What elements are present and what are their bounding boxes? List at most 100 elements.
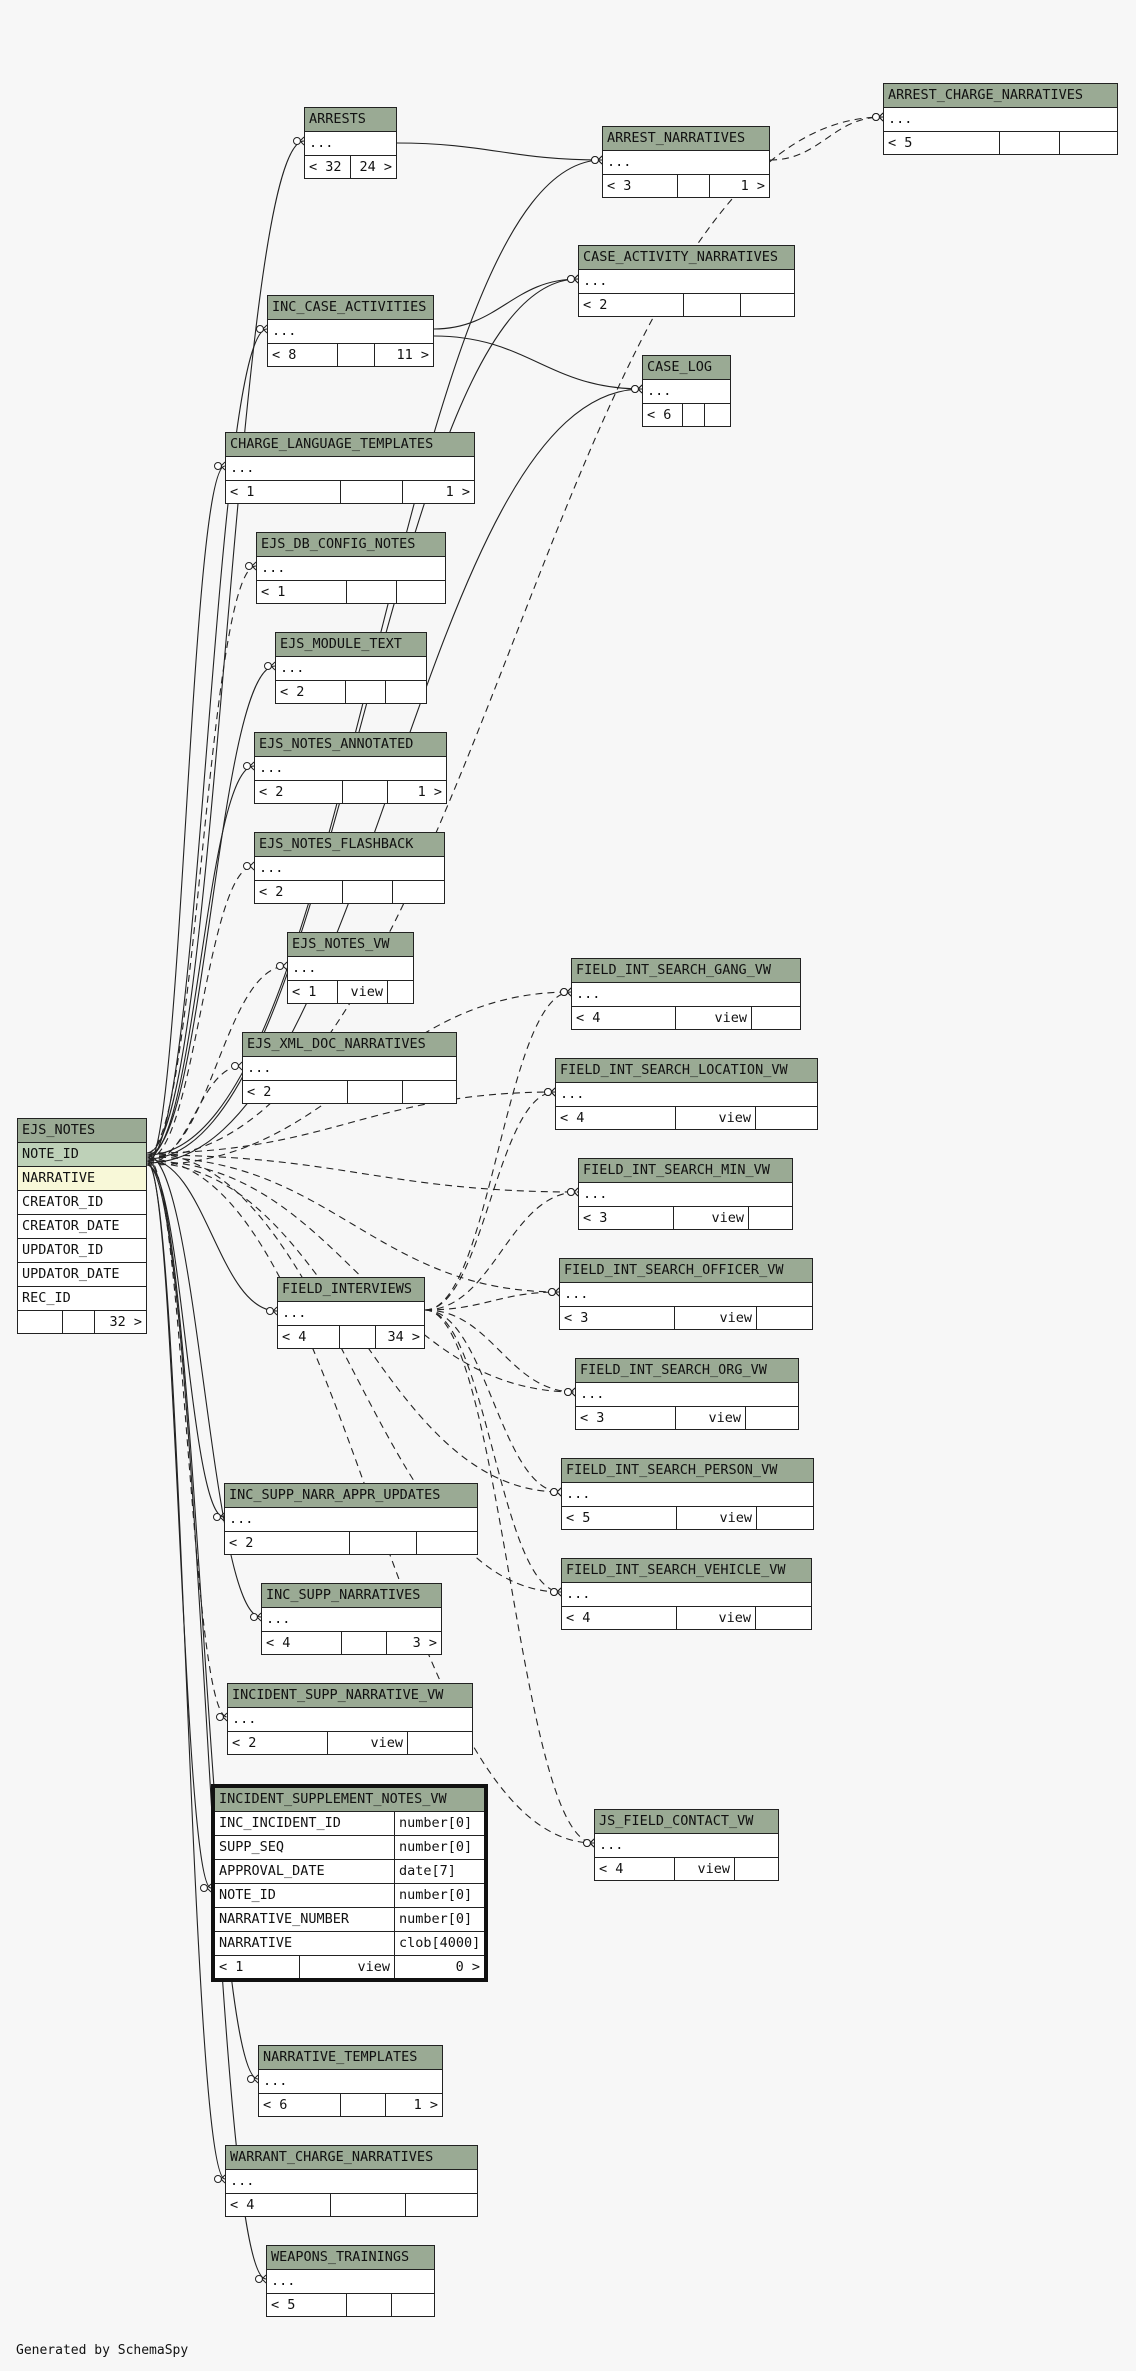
collapsed-columns[interactable]: ...	[262, 1608, 441, 1632]
parent-count[interactable]: < 3	[603, 175, 678, 197]
table-arrest-charge-narratives[interactable]: ARREST_CHARGE_NARRATIVES...< 5	[883, 83, 1118, 155]
parent-count[interactable]: < 4	[226, 2194, 331, 2216]
collapsed-columns[interactable]: ...	[243, 1057, 456, 1081]
parent-count[interactable]: < 4	[262, 1632, 342, 1654]
collapsed-columns[interactable]: ...	[268, 320, 433, 344]
collapsed-columns[interactable]: ...	[276, 657, 426, 681]
collapsed-columns[interactable]: ...	[259, 2070, 442, 2094]
collapsed-columns[interactable]: ...	[562, 1583, 811, 1607]
parent-count[interactable]: < 1	[215, 1956, 300, 1978]
collapsed-columns[interactable]: ...	[603, 151, 769, 175]
column-note-id[interactable]: NOTE_ID	[18, 1143, 146, 1167]
collapsed-columns[interactable]: ...	[560, 1283, 812, 1307]
parent-count[interactable]: < 8	[268, 344, 338, 366]
table-ejs-notes[interactable]: EJS_NOTES NOTE_ID NARRATIVE CREATOR_ID C…	[17, 1118, 147, 1334]
parent-count[interactable]: < 4	[572, 1007, 676, 1029]
table-warrant-charge-narratives[interactable]: WARRANT_CHARGE_NARRATIVES...< 4	[225, 2145, 478, 2217]
parent-count[interactable]: < 2	[255, 781, 343, 803]
collapsed-columns[interactable]: ...	[288, 957, 413, 981]
collapsed-columns[interactable]: ...	[257, 557, 445, 581]
column-creator-date[interactable]: CREATOR_DATE	[18, 1215, 146, 1239]
table-ejs-xml-doc-narratives[interactable]: EJS_XML_DOC_NARRATIVES...< 2	[242, 1032, 457, 1104]
column-narrative[interactable]: NARRATIVE	[18, 1167, 146, 1191]
table-case-log[interactable]: CASE_LOG...< 6	[642, 355, 731, 427]
parent-count[interactable]: < 1	[226, 481, 341, 503]
parent-count[interactable]: < 3	[576, 1407, 676, 1429]
collapsed-columns[interactable]: ...	[576, 1383, 798, 1407]
parent-count[interactable]: < 4	[595, 1858, 675, 1880]
parent-count[interactable]: < 4	[562, 1607, 677, 1629]
parent-count[interactable]: < 1	[257, 581, 347, 603]
parent-count[interactable]: < 2	[579, 294, 684, 316]
collapsed-columns[interactable]: ...	[305, 132, 396, 156]
table-case-activity-narratives[interactable]: CASE_ACTIVITY_NARRATIVES...< 2	[578, 245, 795, 317]
child-count[interactable]: 32 >	[109, 1314, 142, 1330]
collapsed-columns[interactable]: ...	[579, 270, 794, 294]
parent-count[interactable]: < 2	[255, 881, 343, 903]
collapsed-columns[interactable]: ...	[884, 108, 1117, 132]
parent-count[interactable]: < 3	[579, 1207, 674, 1229]
collapsed-columns[interactable]: ...	[579, 1183, 792, 1207]
parent-count[interactable]: < 6	[643, 404, 683, 426]
collapsed-columns[interactable]: ...	[225, 1508, 477, 1532]
collapsed-columns[interactable]: ...	[572, 983, 800, 1007]
parent-count[interactable]: < 2	[276, 681, 346, 703]
table-ejs-module-text[interactable]: EJS_MODULE_TEXT...< 2	[275, 632, 427, 704]
child-count[interactable]: 1 >	[740, 178, 765, 194]
table-ejs-db-config-notes[interactable]: EJS_DB_CONFIG_NOTES...< 1	[256, 532, 446, 604]
parent-count[interactable]: < 5	[884, 132, 1000, 154]
collapsed-columns[interactable]: ...	[226, 457, 474, 481]
child-count[interactable]: 3 >	[412, 1635, 437, 1651]
parent-count[interactable]: < 5	[267, 2294, 347, 2316]
child-count[interactable]: 1 >	[413, 2097, 438, 2113]
collapsed-columns[interactable]: ...	[267, 2270, 434, 2294]
column-updator-id[interactable]: UPDATOR_ID	[18, 1239, 146, 1263]
child-count[interactable]: 34 >	[387, 1329, 420, 1345]
parent-count[interactable]: < 4	[556, 1107, 676, 1129]
child-count[interactable]: 1 >	[417, 784, 442, 800]
column-creator-id[interactable]: CREATOR_ID	[18, 1191, 146, 1215]
child-count[interactable]: 24 >	[359, 159, 392, 175]
collapsed-columns[interactable]: ...	[278, 1302, 424, 1326]
table-weapons-trainings[interactable]: WEAPONS_TRAININGS...< 5	[266, 2245, 435, 2317]
parent-count[interactable]: < 6	[259, 2094, 341, 2116]
collapsed-columns[interactable]: ...	[228, 1708, 472, 1732]
collapsed-columns[interactable]: ...	[556, 1083, 817, 1107]
collapsed-columns[interactable]: ...	[255, 757, 446, 781]
column-updator-date[interactable]: UPDATOR_DATE	[18, 1263, 146, 1287]
collapsed-columns[interactable]: ...	[255, 857, 444, 881]
child-count[interactable]: 1 >	[445, 484, 470, 500]
table-ejs-notes-flashback[interactable]: EJS_NOTES_FLASHBACK...< 2	[254, 832, 445, 904]
table-inc-supp-narr-appr-updates[interactable]: INC_SUPP_NARR_APPR_UPDATES...< 2	[224, 1483, 478, 1555]
collapsed-columns[interactable]: ...	[562, 1483, 813, 1507]
parent-count[interactable]: < 32	[305, 156, 351, 178]
collapsed-columns[interactable]: ...	[226, 2170, 477, 2194]
parent-count[interactable]: < 2	[228, 1732, 328, 1754]
parent-count[interactable]: < 2	[225, 1532, 350, 1554]
collapsed-columns[interactable]: ...	[595, 1834, 778, 1858]
table-incident-supplement-notes-vw[interactable]: INCIDENT_SUPPLEMENT_NOTES_VW INC_INCIDEN…	[211, 1784, 488, 1982]
parent-count[interactable]: < 5	[562, 1507, 677, 1529]
